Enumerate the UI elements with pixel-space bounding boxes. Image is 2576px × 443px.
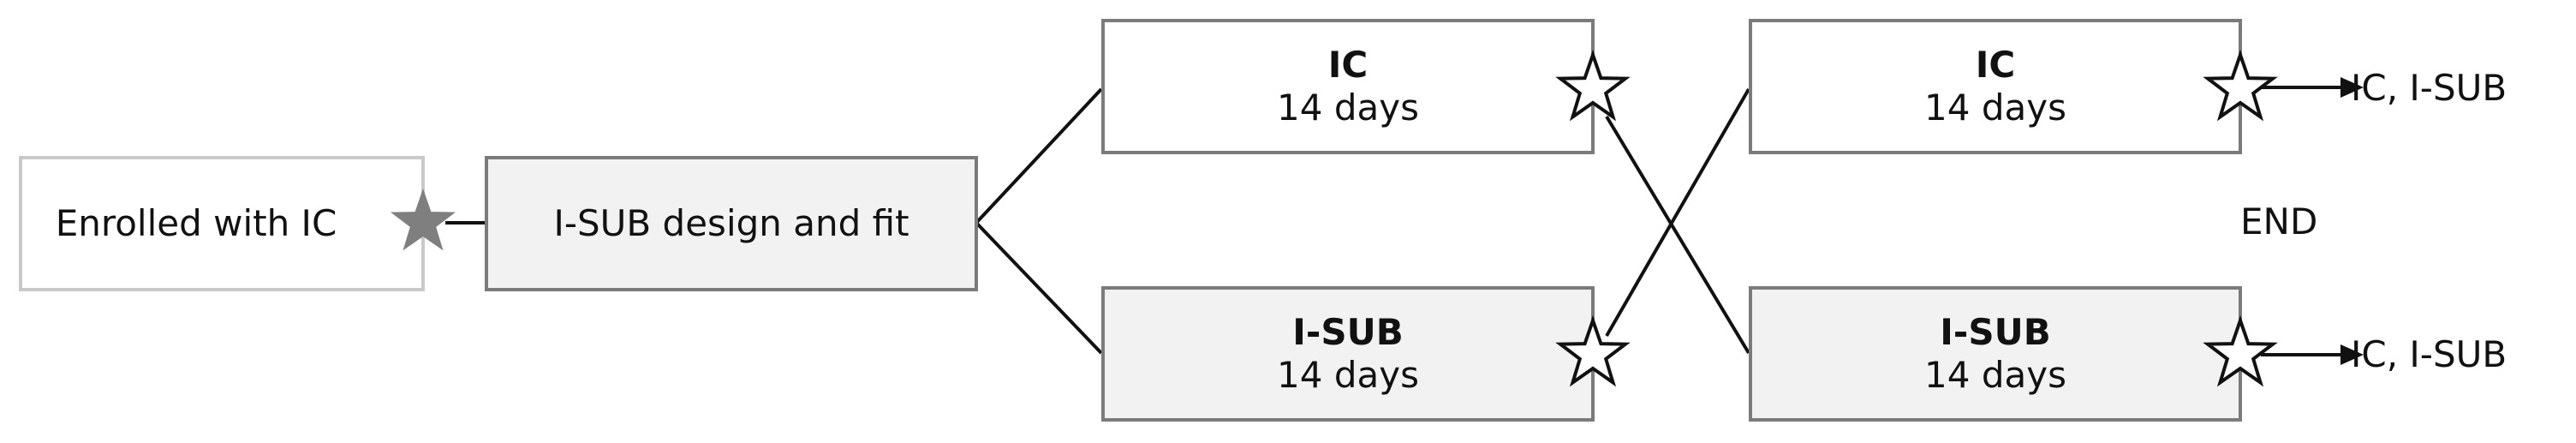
period2-ic-box: IC 14 days	[1749, 19, 2242, 154]
period2-isub-title: I-SUB	[1940, 311, 2051, 354]
period2-ic-duration: 14 days	[1924, 87, 2066, 129]
period1-ic-box: IC 14 days	[1101, 19, 1595, 154]
design-label: I-SUB design and fit	[553, 202, 909, 245]
outline-star-icon	[2206, 319, 2275, 385]
period1-isub-box: I-SUB 14 days	[1101, 286, 1595, 422]
connector-design-to-isub	[975, 221, 1103, 355]
design-box: I-SUB design and fit	[485, 156, 978, 291]
crossover-isub-to-ic	[1605, 88, 1750, 337]
period2-ic-title: IC	[1975, 44, 2016, 87]
outline-star-icon	[2206, 53, 2275, 119]
period1-isub-duration: 14 days	[1277, 354, 1419, 396]
period1-ic-duration: 14 days	[1277, 87, 1419, 129]
connector-design-to-ic	[975, 87, 1103, 224]
enrolled-label: Enrolled with IC	[55, 202, 337, 245]
outcome-top-label: IC, I-SUB	[2351, 67, 2507, 109]
period2-isub-duration: 14 days	[1924, 354, 2066, 396]
arrow-icon	[2340, 77, 2364, 98]
period1-isub-title: I-SUB	[1292, 311, 1404, 354]
outline-star-icon	[1559, 53, 1627, 119]
crossover-ic-to-isub	[1605, 115, 1750, 355]
outcome-bottom-label: IC, I-SUB	[2351, 333, 2507, 375]
outline-star-icon	[1559, 319, 1627, 385]
arrow-icon	[2340, 344, 2364, 365]
filled-star-icon	[391, 189, 456, 251]
period2-isub-box: I-SUB 14 days	[1749, 286, 2242, 422]
end-label: END	[2240, 201, 2318, 242]
period1-ic-title: IC	[1327, 44, 1368, 87]
